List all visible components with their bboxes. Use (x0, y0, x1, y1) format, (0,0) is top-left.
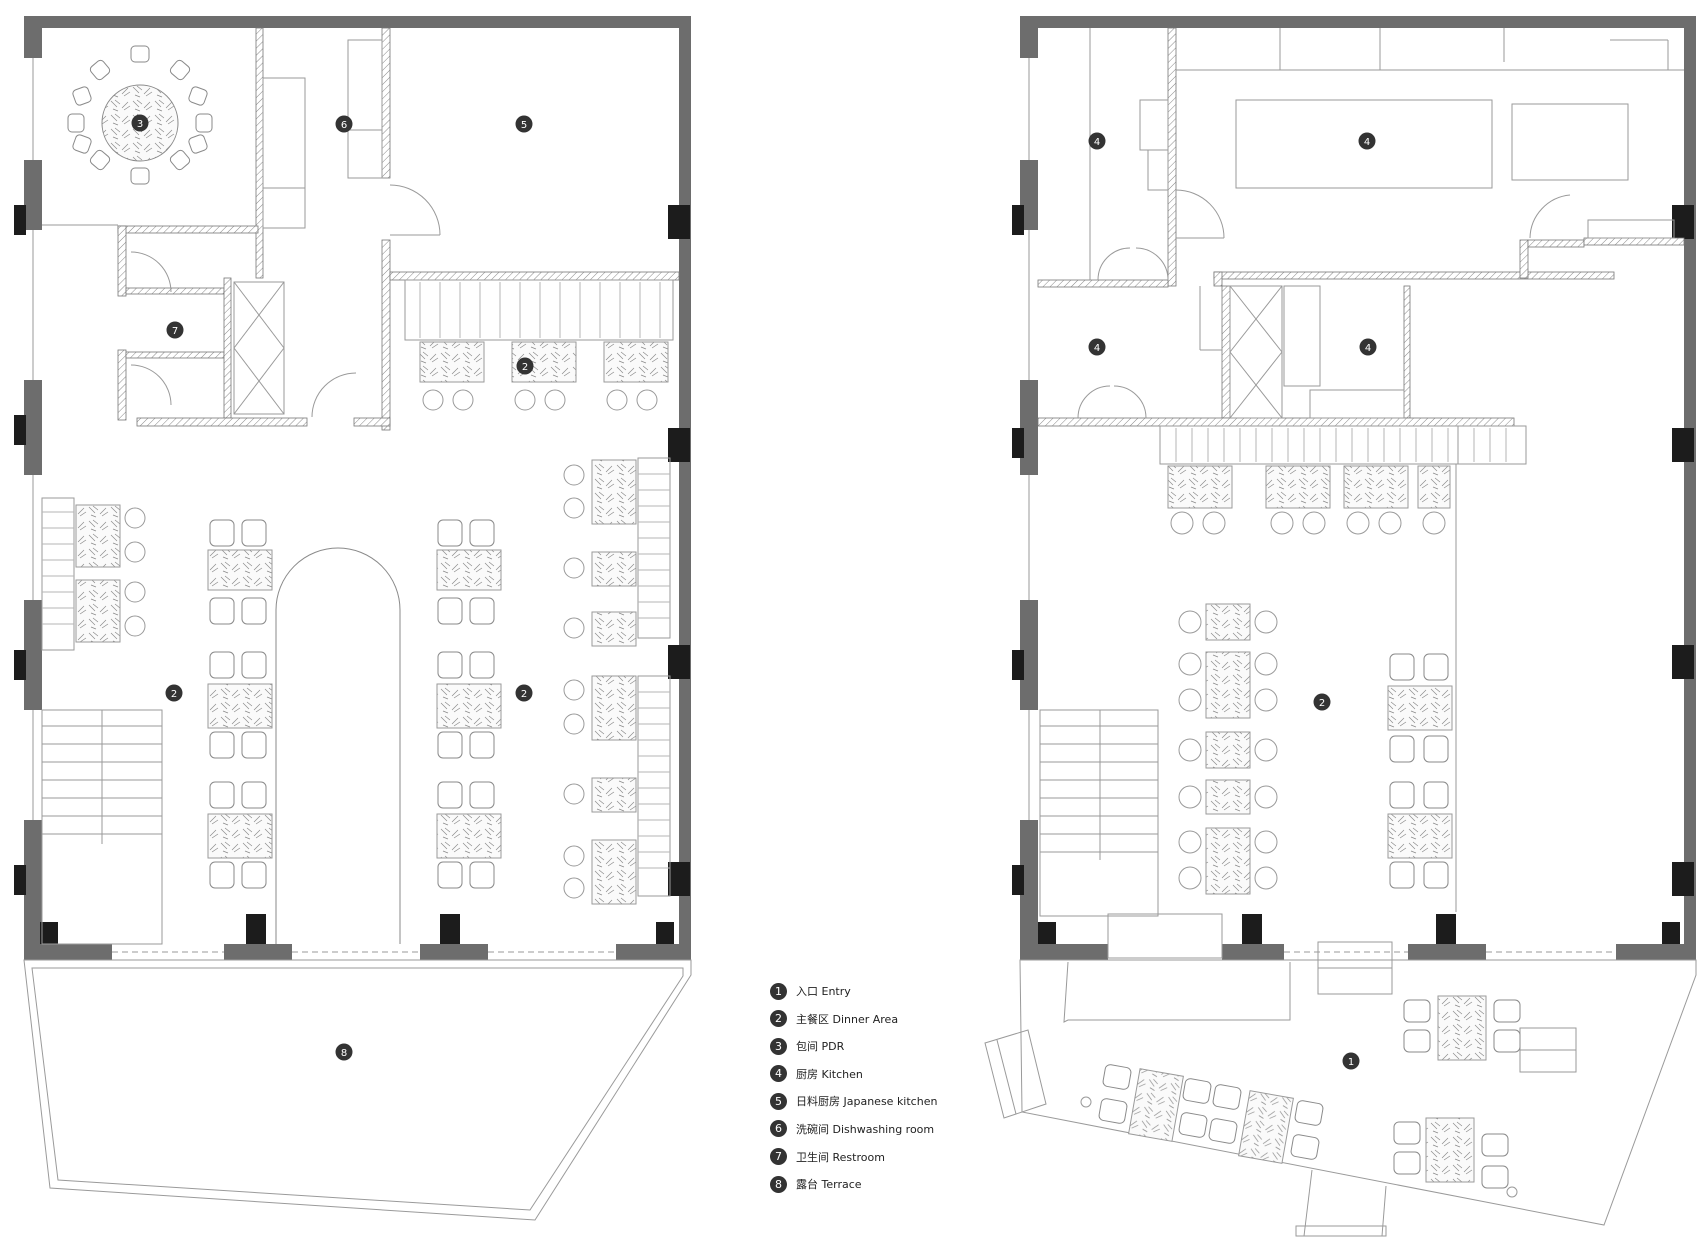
svg-text:4: 4 (1094, 343, 1100, 354)
area-markers: 3 6 5 7 2 2 2 8 4 4 4 4 2 1 (131, 114, 1377, 1070)
legend-label: 洗碗间 Dishwashing room (796, 1122, 935, 1136)
right-columns (1012, 205, 1694, 944)
left-window-lines (32, 58, 616, 953)
marker-left-restroom: 7 (166, 321, 184, 339)
legend-badge: 5 (770, 1092, 787, 1110)
legend-badge: 7 (770, 1148, 787, 1166)
marker-right-kitchen-2: 4 (1358, 132, 1376, 150)
right-floor-plan (984, 16, 1697, 1237)
legend-item-kitchen: 4 厨房 Kitchen (770, 1063, 1010, 1085)
right-exterior-walls (1020, 16, 1696, 960)
bar-slats-left (419, 282, 661, 338)
bar-stools-left (422, 389, 658, 411)
legend-label: 厨房 Kitchen (796, 1067, 863, 1081)
marker-right-kitchen-4: 4 (1359, 338, 1377, 356)
marker-right-entry: 1 (1342, 1052, 1360, 1070)
legend-item-dinner-area: 2 主餐区 Dinner Area (770, 1008, 1010, 1030)
svg-text:3: 3 (137, 119, 143, 130)
entry-tables (1128, 995, 1487, 1183)
legend-badge: 1 (770, 982, 787, 1000)
svg-text:6: 6 (341, 120, 347, 131)
marker-right-kitchen-3: 4 (1088, 338, 1106, 356)
legend-label: 日料厨房 Japanese kitchen (796, 1095, 938, 1109)
svg-text:2: 2 (522, 362, 528, 373)
bar-stools-right (1170, 511, 1446, 535)
svg-text:5: 5 (521, 120, 527, 131)
legend-label: 主餐区 Dinner Area (796, 1012, 899, 1026)
legend-item-entry: 1 入口 Entry (770, 980, 1010, 1002)
svg-text:8: 8 (341, 1048, 347, 1059)
chairs-column-right (1178, 610, 1278, 890)
svg-text:1: 1 (1348, 1057, 1354, 1068)
legend-item-restroom: 7 卫生间 Restroom (770, 1146, 1010, 1168)
marker-left-dinner-east: 2 (515, 684, 533, 702)
legend-item-japanese-kitchen: 5 日料厨房 Japanese kitchen (770, 1090, 1010, 1112)
legend-item-dishwashing-room: 6 洗碗间 Dishwashing room (770, 1118, 1010, 1140)
svg-text:2: 2 (521, 689, 527, 700)
legend-badge: 2 (770, 1010, 787, 1028)
booth-tables-left (591, 459, 637, 905)
left-floor-plan (14, 16, 692, 1221)
marker-right-kitchen-1: 4 (1088, 132, 1106, 150)
right-interior-walls (1037, 27, 1685, 427)
marker-right-dinner: 2 (1313, 693, 1331, 711)
legend-badge: 3 (770, 1037, 787, 1055)
svg-text:4: 4 (1365, 343, 1371, 354)
svg-text:4: 4 (1094, 137, 1100, 148)
marker-left-dinner-bar: 2 (516, 357, 534, 375)
bar-tables-right (1167, 465, 1451, 509)
legend-item-pdr: 3 包间 PDR (770, 1035, 1010, 1057)
marker-left-japanese-kitchen: 5 (515, 115, 533, 133)
booth-chairs-left (563, 464, 585, 899)
pdr-chairs (67, 45, 213, 185)
marker-left-dishwashing: 6 (335, 115, 353, 133)
tables-column-right (1205, 603, 1453, 895)
svg-text:2: 2 (1319, 698, 1325, 709)
legend-badge: 4 (770, 1065, 787, 1083)
chairs-column-a (209, 519, 495, 889)
right-window-lines (1028, 58, 1616, 953)
legend-label: 入口 Entry (796, 985, 851, 998)
svg-text:2: 2 (171, 689, 177, 700)
tables-column-a (207, 549, 502, 859)
chairs-right-tables (1389, 653, 1449, 889)
legend-label: 包间 PDR (796, 1040, 845, 1054)
left-columns (14, 205, 690, 944)
marker-left-pdr: 3 (131, 114, 149, 132)
legend: 1 入口 Entry 2 主餐区 Dinner Area 3 包间 PDR 4 … (770, 980, 1010, 1201)
legend-label: 露台 Terrace (796, 1178, 862, 1192)
marker-left-dinner-west: 2 (165, 684, 183, 702)
legend-badge: 6 (770, 1120, 787, 1138)
legend-badge: 8 (770, 1175, 787, 1193)
left-interior-walls (117, 27, 680, 431)
left-exterior-walls (24, 16, 691, 960)
marker-left-terrace: 8 (335, 1043, 353, 1061)
svg-text:4: 4 (1364, 137, 1370, 148)
entry-chairs (1098, 999, 1521, 1189)
legend-item-terrace: 8 露台 Terrace (770, 1173, 1010, 1195)
svg-text:7: 7 (172, 326, 178, 337)
legend-label: 卫生间 Restroom (796, 1150, 885, 1164)
